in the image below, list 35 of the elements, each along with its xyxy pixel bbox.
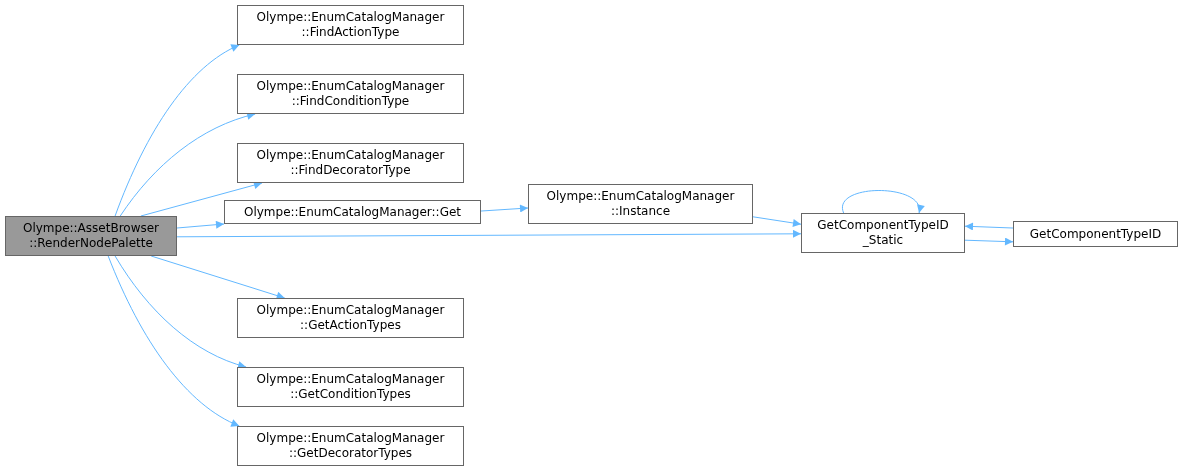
function-name: Olympe::EnumCatalogManager ::GetActionTypes bbox=[255, 303, 446, 333]
function-box bbox=[237, 143, 464, 183]
function-box bbox=[237, 298, 464, 338]
call-arrow bbox=[119, 112, 256, 217]
call-arrow bbox=[842, 190, 923, 214]
function-name: Olympe::EnumCatalogManager ::FindConditionType bbox=[255, 79, 446, 109]
call-arrow bbox=[176, 220, 225, 229]
function-name: Olympe::EnumCatalogManager ::FindDecoratorType bbox=[255, 148, 446, 178]
call-arrow bbox=[480, 204, 529, 213]
function-box bbox=[224, 200, 481, 224]
call-arrow bbox=[150, 255, 286, 300]
function-box bbox=[237, 367, 464, 407]
call-arrow bbox=[964, 237, 1014, 246]
function-name: Olympe::EnumCatalogManager::Get bbox=[243, 204, 462, 220]
call-arrow bbox=[107, 255, 240, 427]
function-box bbox=[237, 426, 464, 466]
function-name: Olympe::EnumCatalogManager ::Instance bbox=[545, 189, 736, 219]
function-name: Olympe::AssetBrowser ::RenderNodePalette bbox=[21, 221, 161, 251]
function-name: Olympe::EnumCatalogManager ::FindActionType bbox=[255, 10, 446, 40]
function-box bbox=[801, 213, 965, 253]
function-box bbox=[237, 5, 464, 45]
function-name: GetComponentTypeID bbox=[1029, 226, 1162, 242]
call-arrow bbox=[140, 181, 263, 217]
call-arrow bbox=[964, 222, 1014, 231]
function-name: GetComponentTypeID _Static bbox=[816, 218, 950, 248]
function-box bbox=[1013, 221, 1178, 247]
call-arrow bbox=[114, 255, 247, 369]
function-box bbox=[237, 74, 464, 114]
function-name: Olympe::EnumCatalogManager ::GetDecoratorTypes bbox=[255, 431, 446, 461]
call-arrow bbox=[752, 216, 802, 227]
function-box bbox=[5, 216, 177, 256]
call-arrow bbox=[114, 44, 240, 217]
function-name: Olympe::EnumCatalogManager ::GetConditionTypes bbox=[255, 372, 446, 402]
function-box bbox=[528, 184, 753, 224]
call-arrow bbox=[176, 229, 802, 238]
